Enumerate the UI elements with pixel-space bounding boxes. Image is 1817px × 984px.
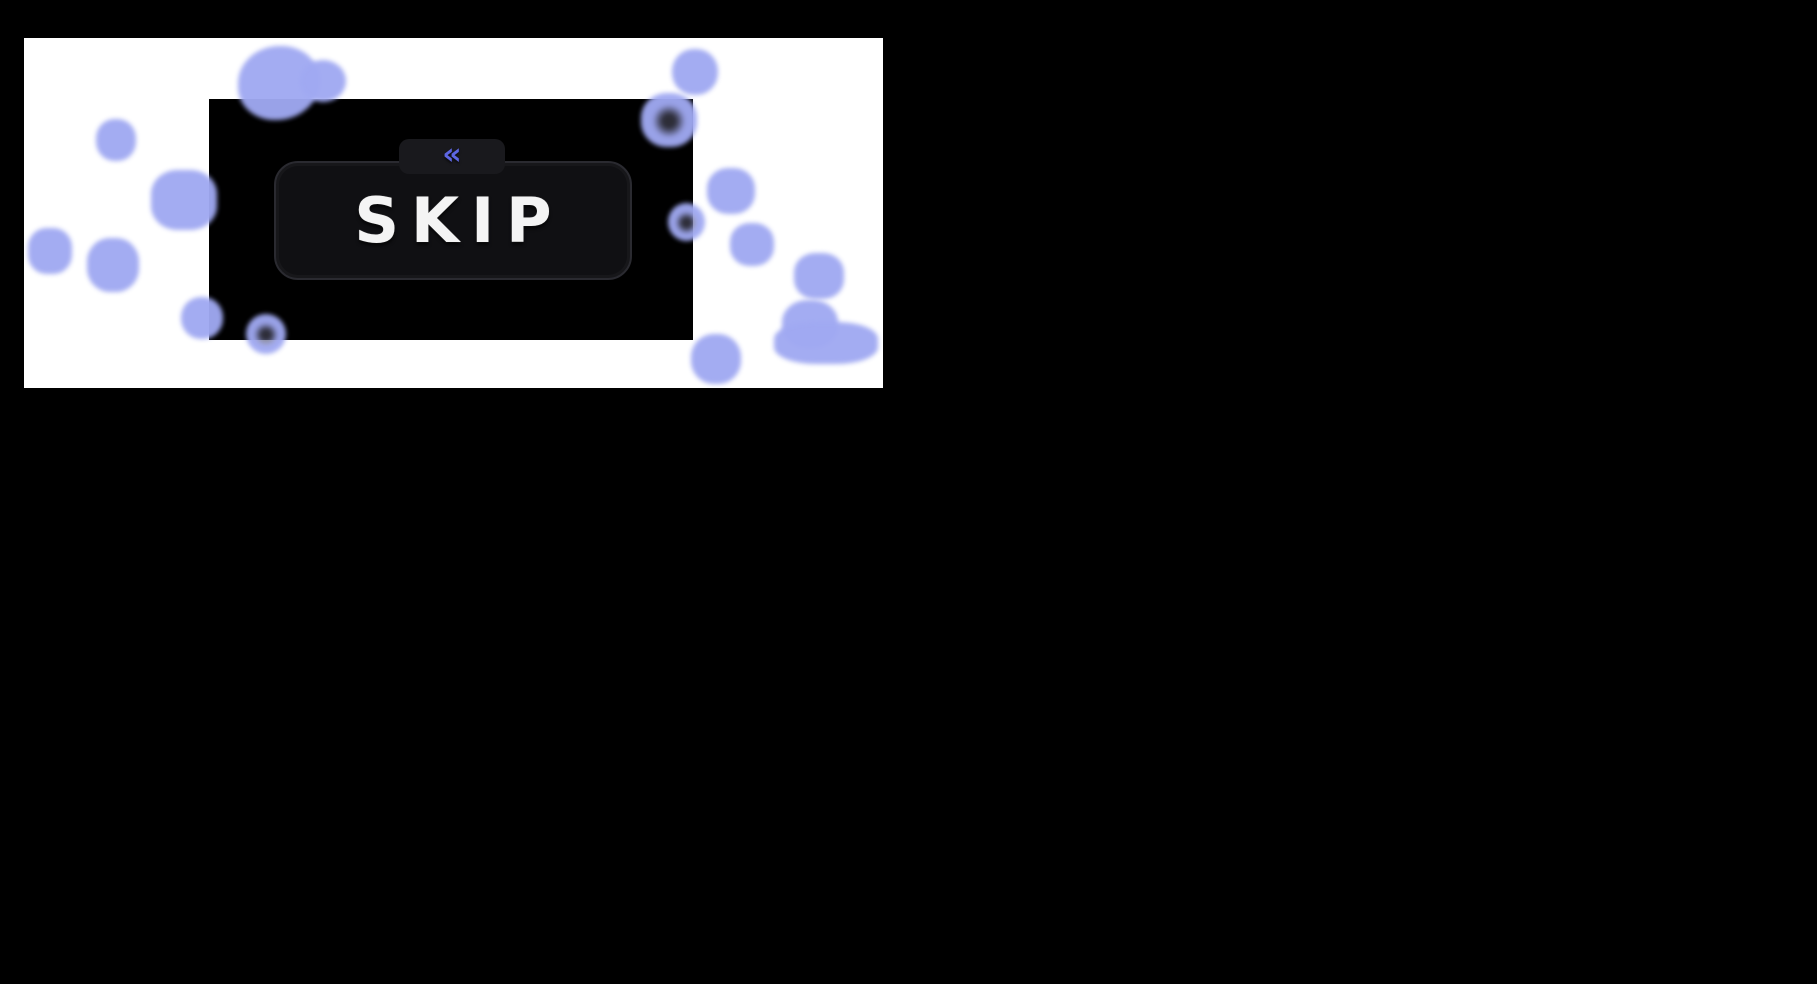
skip-button-label: SKIP: [354, 184, 564, 257]
skip-collapse-tab[interactable]: «: [399, 139, 505, 174]
skip-button[interactable]: SKIP: [274, 161, 632, 280]
chevron-double-left-icon: «: [442, 136, 462, 172]
cutscene-stage: « SKIP: [209, 99, 693, 340]
game-window: « SKIP: [24, 38, 883, 388]
